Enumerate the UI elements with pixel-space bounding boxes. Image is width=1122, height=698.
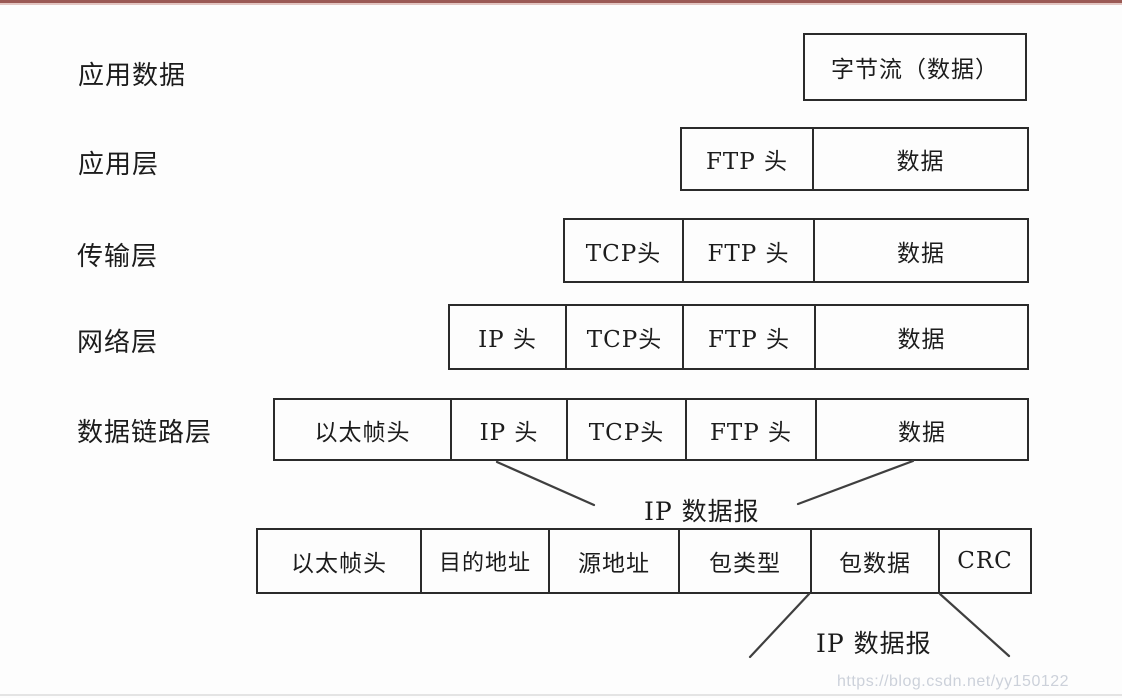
cell-crc: CRC — [938, 530, 1030, 592]
cell-ftp-header: FTP 头 — [705, 149, 789, 175]
top-border-dark — [0, 0, 1122, 3]
bracket-line-bottom-right — [938, 592, 1011, 658]
cell-ftp-header: FTP 头 — [682, 306, 814, 368]
cell-ftp-header: FTP 头 — [685, 400, 815, 459]
bracket-line-mid-right — [796, 459, 915, 506]
row-transport-layer: TCP头 FTP 头 数据 — [563, 218, 1029, 283]
row-network-layer: IP 头 TCP头 FTP 头 数据 — [448, 304, 1029, 370]
csdn-watermark: https://blog.csdn.net/yy150122 — [837, 673, 1070, 690]
cell-ethernet-header: 以太帧头 — [314, 419, 411, 446]
cell-tcp-header: TCP头 — [565, 306, 682, 368]
cell-packet-data: 包数据 — [810, 530, 938, 592]
cell-destination-address: 目的地址 — [420, 530, 548, 592]
row-datalink-layer: 以太帧头 IP 头 TCP头 FTP 头 数据 — [273, 398, 1029, 461]
cell-ftp-header: FTP 头 — [682, 220, 813, 281]
bracket-line-bottom-left — [748, 592, 811, 659]
cell-ip-header: IP 头 — [450, 400, 566, 459]
cell-tcp-header: TCP头 — [566, 400, 685, 459]
cell-data: 数据 — [814, 306, 1027, 368]
row-application-data: 字节流（数据） — [803, 33, 1027, 101]
top-border-light — [0, 3, 1122, 5]
cell-data: 数据 — [813, 220, 1027, 281]
bracket-line-mid-left — [495, 460, 596, 507]
cell-data: 数据 — [815, 400, 1027, 459]
cell-source-address: 源地址 — [548, 530, 678, 592]
row-ethernet-frame: 以太帧头 目的地址 源地址 包类型 包数据 CRC — [256, 528, 1032, 594]
cell-tcp-header: TCP头 — [585, 240, 662, 267]
cell-packet-type: 包类型 — [678, 530, 810, 592]
ip-datagram-label-mid: IP 数据报 — [644, 497, 760, 526]
row-application-layer: FTP 头 数据 — [680, 127, 1029, 191]
label-application-layer: 应用层 — [78, 149, 160, 179]
cell-byte-stream: 字节流（数据） — [831, 57, 999, 83]
cell-ip-header: IP 头 — [478, 327, 537, 353]
bottom-border — [0, 694, 1122, 696]
cell-ethernet-header: 以太帧头 — [291, 551, 387, 577]
label-transport-layer: 传输层 — [77, 241, 159, 271]
cell-data: 数据 — [812, 129, 1027, 189]
label-datalink-layer: 数据链路层 — [77, 417, 213, 447]
label-network-layer: 网络层 — [77, 327, 159, 357]
ip-datagram-label-bottom: IP 数据报 — [816, 629, 932, 658]
label-application-data: 应用数据 — [78, 60, 187, 90]
